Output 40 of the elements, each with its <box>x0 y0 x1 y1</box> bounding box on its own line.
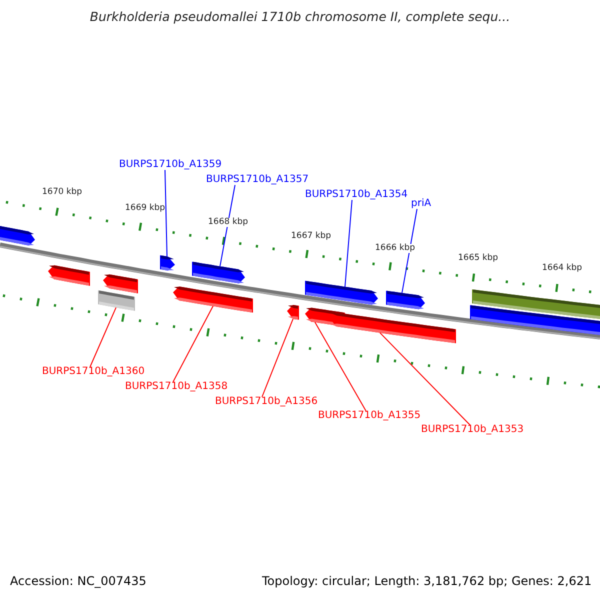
footer-text: Topology: circular; Length: 3,181,762 bp; Genes: 2,621 <box>262 575 592 587</box>
gene-label: BURPS1710b_A1360 <box>42 367 145 377</box>
gene-feature <box>386 290 425 310</box>
title: Burkholderia pseudomallei 1710b chromosome II, complete sequ... <box>88 11 512 24</box>
scale-label: 1664 kbp <box>542 264 582 272</box>
leader-line <box>344 200 352 288</box>
gene-feature <box>287 304 299 320</box>
gene-label: BURPS1710b_A1355 <box>318 411 421 421</box>
footer-text: Accession: NC_007435 <box>10 575 146 587</box>
gene-label: BURPS1710b_A1358 <box>125 382 228 392</box>
scale-label: 1665 kbp <box>458 254 498 262</box>
leader-line <box>314 322 366 412</box>
gene-feature <box>103 274 138 294</box>
leader-line <box>172 306 214 382</box>
gene-feature <box>192 262 245 284</box>
gene-feature <box>98 290 135 311</box>
gene-label: BURPS1710b_A1354 <box>305 190 408 200</box>
gene-label: BURPS1710b_A1359 <box>119 160 222 170</box>
gene-feature <box>173 286 253 313</box>
gene-feature <box>0 225 35 246</box>
scale-label: 1669 kbp <box>125 204 166 212</box>
scale-label: 1666 kbp <box>375 244 416 252</box>
leader-line <box>380 332 470 426</box>
gene-label: BURPS1710b_A1353 <box>421 425 524 435</box>
gene-label: priA <box>411 199 432 209</box>
scale-label: 1667 kbp <box>291 232 332 240</box>
leader-line <box>262 318 294 398</box>
gene-label: BURPS1710b_A1356 <box>215 397 318 407</box>
gene-feature <box>472 289 600 320</box>
gene-label: BURPS1710b_A1357 <box>206 175 309 185</box>
scale-label: 1670 kbp <box>42 188 82 196</box>
leader-line <box>164 170 168 257</box>
leader-line <box>402 208 418 294</box>
gene-feature <box>305 280 378 305</box>
gene-feature <box>160 255 175 271</box>
scale-label: 1668 kbp <box>208 218 248 226</box>
leader-line <box>90 307 116 368</box>
leader-line <box>220 184 236 267</box>
gene-feature <box>330 312 456 344</box>
gene-feature <box>48 265 90 286</box>
